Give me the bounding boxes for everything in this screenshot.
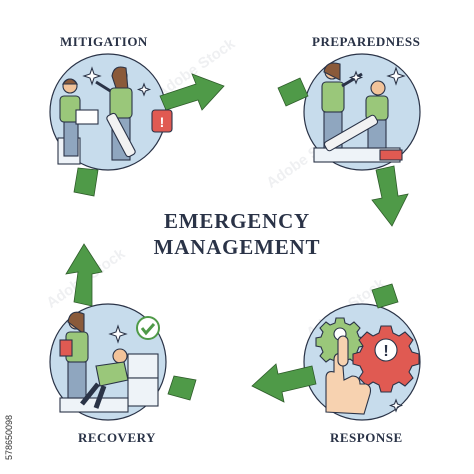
mitigation-scene: ! bbox=[57, 66, 173, 165]
stage-label-preparedness: PREPAREDNESS bbox=[312, 34, 421, 49]
stage-label-recovery: RECOVERY bbox=[78, 430, 156, 445]
sparkle-icon bbox=[108, 324, 128, 344]
center-title: EMERGENCY MANAGEMENT bbox=[137, 208, 337, 260]
sparkle-icon bbox=[82, 66, 102, 86]
recovery-scene bbox=[59, 311, 160, 413]
svg-text:!: ! bbox=[160, 114, 165, 130]
stage-label-mitigation: MITIGATION bbox=[60, 34, 148, 49]
checkmark-icon bbox=[136, 316, 160, 340]
person-head bbox=[370, 80, 386, 96]
block bbox=[127, 353, 159, 379]
arrow-response-to-recovery bbox=[251, 363, 317, 403]
hand-icon bbox=[325, 335, 372, 415]
side-credit-text: 578650098 bbox=[4, 414, 14, 460]
side-credit: 578650098 bbox=[4, 360, 16, 460]
arrow-preparedness-to-response bbox=[371, 165, 409, 227]
book bbox=[59, 339, 73, 357]
title-line-1: EMERGENCY bbox=[163, 209, 311, 233]
alert-icon bbox=[151, 109, 173, 133]
arrow-recovery-tail bbox=[167, 375, 197, 401]
arrow-mitigation-tail bbox=[73, 167, 99, 197]
sparkle-icon bbox=[386, 66, 406, 86]
arrow-preparedness-tail bbox=[277, 77, 309, 107]
title-line-2: MANAGEMENT bbox=[153, 235, 321, 259]
preparedness-scene bbox=[313, 62, 406, 163]
sparkle-icon bbox=[348, 70, 364, 85]
alert-icon: ! bbox=[383, 343, 388, 360]
sparkle-icon bbox=[136, 82, 152, 97]
response-scene: ! bbox=[315, 317, 420, 415]
gear-icon: ! bbox=[352, 325, 420, 393]
sparkle-icon bbox=[388, 398, 404, 413]
block bbox=[127, 377, 159, 407]
arrow-recovery-to-mitigation bbox=[65, 243, 103, 307]
arrow-mitigation-to-preparedness bbox=[159, 73, 225, 111]
person-head bbox=[112, 348, 128, 364]
stage-label-response: RESPONSE bbox=[330, 430, 403, 445]
arrow-response-tail bbox=[371, 283, 399, 309]
